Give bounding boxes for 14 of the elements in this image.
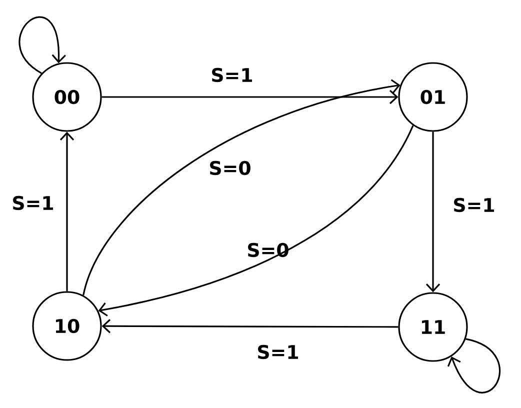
arrow <box>102 319 398 334</box>
arrow <box>102 90 398 104</box>
arrow <box>98 125 414 316</box>
arrow <box>60 132 74 292</box>
edge-label: S=0 <box>210 160 250 176</box>
loop-arrow <box>18 16 66 74</box>
edge-label: S=1 <box>454 198 494 212</box>
loop-arrow <box>447 338 500 394</box>
edge-label: S=1 <box>13 196 54 210</box>
edge-label: S=1 <box>258 344 298 360</box>
edge-label: S=1 <box>212 68 252 82</box>
edge-label: S=0 <box>248 242 288 258</box>
arrow <box>426 132 440 292</box>
arrow <box>82 79 400 296</box>
